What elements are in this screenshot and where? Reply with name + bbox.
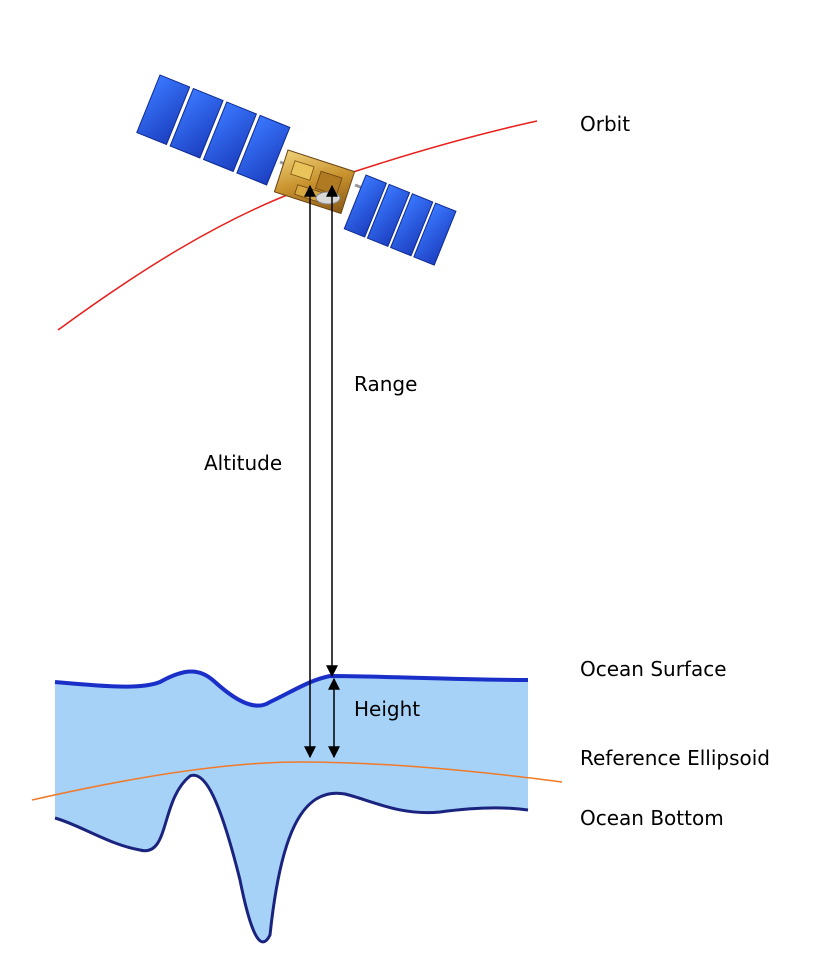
reference-ellipsoid-label: Reference Ellipsoid <box>580 746 770 770</box>
ocean-water <box>55 671 528 942</box>
ocean-bottom-line <box>54 773 529 944</box>
height-label: Height <box>354 697 420 721</box>
satellite-icon <box>136 74 457 266</box>
ocean-bottom-label: Ocean Bottom <box>580 806 724 830</box>
ocean-surface-line <box>54 669 529 708</box>
orbit-label: Orbit <box>580 112 630 136</box>
reference-ellipsoid-line <box>31 761 563 801</box>
altitude-label: Altitude <box>204 451 282 475</box>
ocean-surface-label: Ocean Surface <box>580 657 727 681</box>
range-label: Range <box>354 372 417 396</box>
orbit-line <box>57 120 538 331</box>
